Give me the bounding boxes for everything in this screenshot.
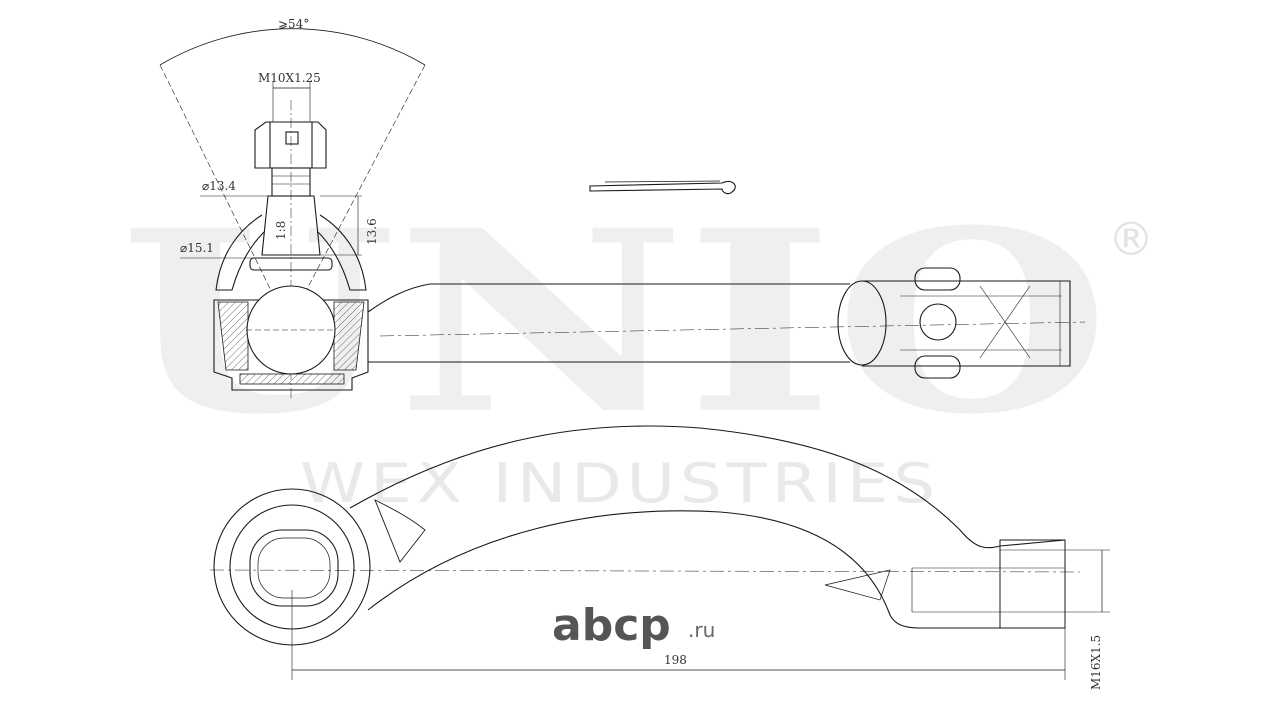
height-label: 13.6 <box>365 218 379 245</box>
angle-arc <box>159 28 426 66</box>
thread-top-label: M10X1.25 <box>258 71 321 85</box>
angle-line-right <box>287 64 426 326</box>
abcp-logo: abcp .ru <box>552 600 715 651</box>
watermark-registered-mark: ® <box>1108 212 1154 266</box>
taper-label: 1:8 <box>274 221 288 240</box>
angle-line-left <box>159 64 289 326</box>
pin-hole <box>919 303 957 341</box>
thread-end-label: M16X1.5 <box>1089 635 1103 690</box>
castle-nut <box>254 121 327 169</box>
watermark-subtitle: WEX INDUSTRIES <box>300 452 940 515</box>
dust-boot-right <box>317 214 367 291</box>
length-label: 198 <box>664 653 687 667</box>
abcp-logo-tld: .ru <box>688 618 715 642</box>
eye-inner-slot <box>249 529 339 607</box>
arm-upper-edge <box>349 425 1066 549</box>
diameter-small-label: ⌀13.4 <box>202 179 236 193</box>
arm-lower-edge <box>367 510 1065 629</box>
cotter-pin <box>589 180 736 195</box>
arm-shaft-top <box>367 283 850 313</box>
dust-boot-left <box>215 214 265 291</box>
ball-joint-housing <box>213 299 369 391</box>
angle-label: ⩾54° <box>278 17 309 31</box>
tie-rod-end-side-view <box>209 425 1110 680</box>
diameter-large-label: ⌀15.1 <box>180 241 214 255</box>
abcp-logo-name: abcp <box>552 600 671 651</box>
tie-rod-end-top-view <box>159 28 1086 400</box>
